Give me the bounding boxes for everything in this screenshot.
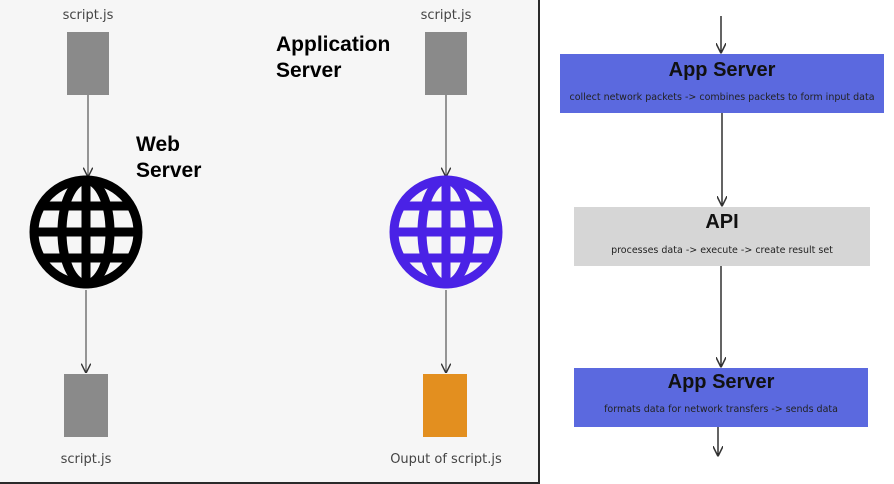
app-output-label: Ouput of script.js: [390, 452, 502, 467]
flow-step-app-server-2: App Server formats data for network tran…: [574, 368, 868, 427]
web-server-label: Web Server: [136, 132, 201, 184]
app-server-label-line2: Server: [276, 59, 342, 82]
web-server-label-line1: Web: [136, 133, 180, 156]
flow-step-app-server-1: App Server collect network packets -> co…: [560, 54, 884, 113]
app-input-file-box: [425, 32, 467, 95]
app-server-label-line1: Application: [276, 33, 391, 56]
app-server-label: Application Server: [276, 32, 390, 84]
flow-step-title: API: [705, 211, 739, 233]
web-input-label: script.js: [62, 8, 114, 23]
flow-step-subtitle: collect network packets -> combines pack…: [569, 92, 875, 103]
web-output-file-box: [64, 374, 108, 437]
flow-step-title: App Server: [667, 371, 775, 393]
flow-step-subtitle: formats data for network transfers -> se…: [604, 404, 838, 415]
app-globe-icon: [389, 175, 503, 289]
web-output-label: script.js: [60, 452, 112, 467]
web-globe-icon: [29, 175, 143, 289]
app-output-file-box: [423, 374, 467, 437]
web-input-file-box: [67, 32, 109, 95]
flow-step-title: App Server: [668, 59, 776, 81]
web-server-label-line2: Server: [136, 159, 202, 182]
flow-step-subtitle: processes data -> execute -> create resu…: [611, 245, 833, 256]
app-input-label: script.js: [420, 8, 472, 23]
flow-step-api: API processes data -> execute -> create …: [574, 207, 870, 266]
